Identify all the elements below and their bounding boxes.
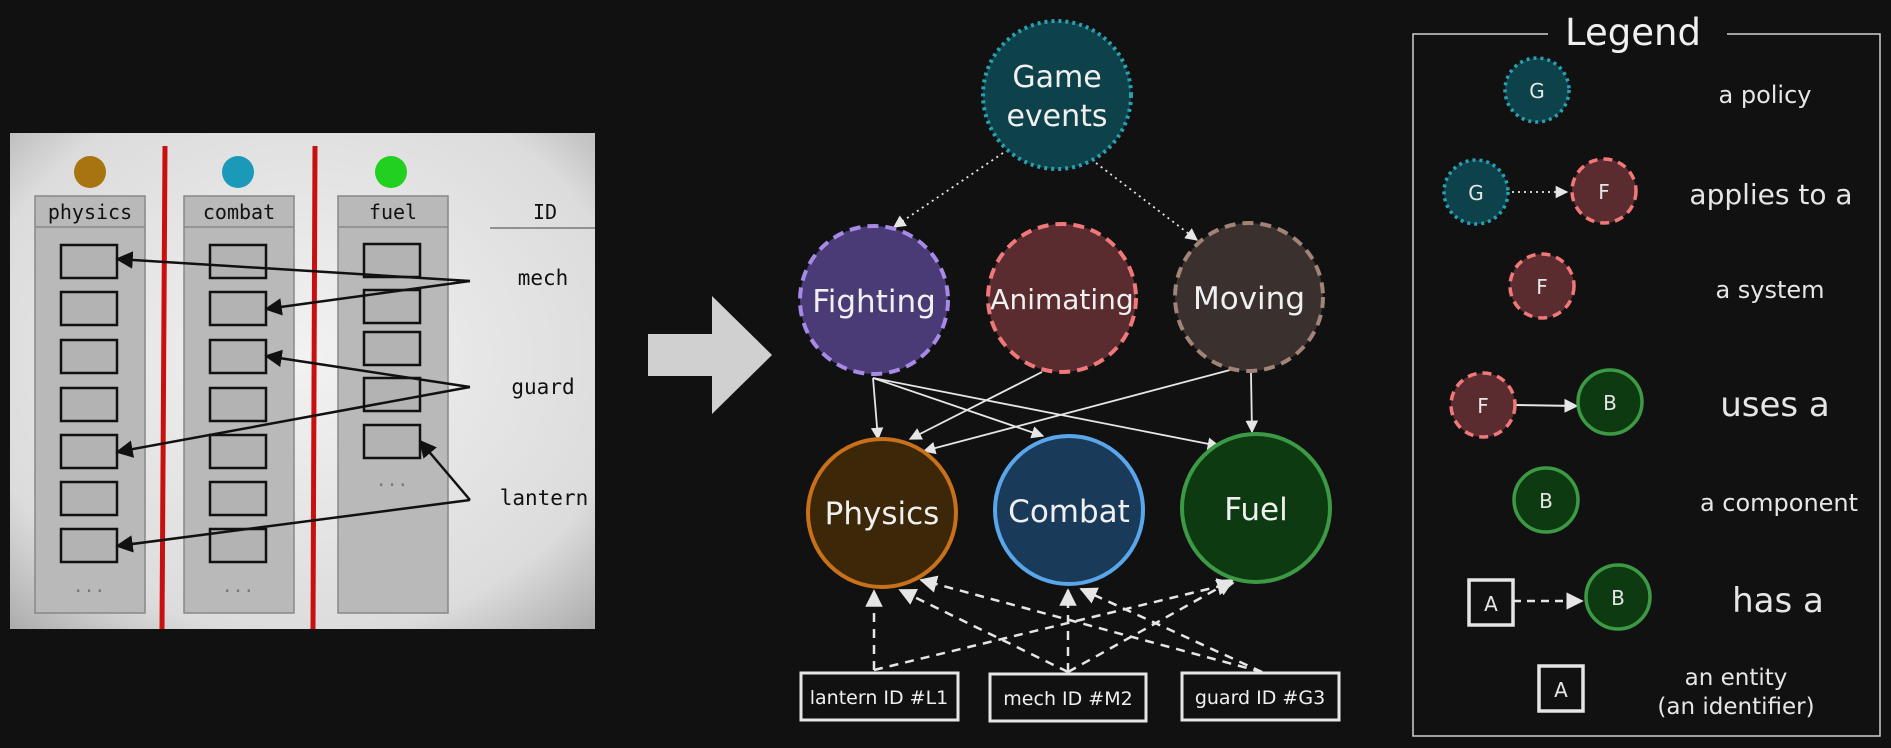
ref-arrow xyxy=(115,385,471,458)
legend-component-icon: B xyxy=(1512,466,1580,534)
svg-text:A: A xyxy=(1484,592,1498,616)
node-combat: Combat xyxy=(993,434,1145,586)
separator xyxy=(159,145,168,630)
node-fighting: Fighting xyxy=(798,224,950,376)
graph-edges xyxy=(865,152,1263,674)
separator xyxy=(310,145,318,630)
id-lantern: lantern xyxy=(500,486,589,510)
legend-policy-icon: G xyxy=(1503,56,1571,124)
column-header-fuel: fuel xyxy=(369,200,417,224)
svg-text:Moving: Moving xyxy=(1193,281,1305,317)
ellipsis: ... xyxy=(222,576,255,597)
node-animating: Animating xyxy=(986,222,1138,374)
entity-guard: guard ID #G3 xyxy=(1180,671,1341,722)
node-fuel: Fuel xyxy=(1180,432,1332,584)
svg-text:F: F xyxy=(1536,275,1548,299)
svg-text:B: B xyxy=(1539,489,1553,513)
legend: Legend G a policy G F applies to a F a s… xyxy=(1412,11,1881,737)
svg-text:B: B xyxy=(1611,586,1625,610)
svg-text:Fuel: Fuel xyxy=(1224,492,1287,528)
big-arrow xyxy=(648,296,772,414)
legend-label-has: has a xyxy=(1732,581,1824,621)
svg-text:F: F xyxy=(1598,180,1610,204)
svg-text:mech ID #M2: mech ID #M2 xyxy=(1003,688,1132,710)
combat-dot xyxy=(222,156,254,188)
svg-text:Physics: Physics xyxy=(825,496,940,532)
ref-arrow xyxy=(418,439,471,501)
column-header-physics: physics xyxy=(48,200,132,224)
svg-text:F: F xyxy=(1477,394,1489,418)
legend-system-icon: F xyxy=(1508,252,1576,320)
node-moving: Moving xyxy=(1173,221,1325,373)
column-header-combat: combat xyxy=(203,200,275,224)
svg-text:G: G xyxy=(1468,181,1484,205)
legend-title: Legend xyxy=(1565,11,1701,54)
node-game-events: Game events xyxy=(981,19,1133,171)
ref-arrow xyxy=(264,349,471,389)
legend-has-icon: A B xyxy=(1467,563,1652,631)
ref-arrow xyxy=(115,498,471,553)
legend-label-entity: an entity xyxy=(1685,665,1788,691)
ecs-table-image: physics combat fuel ID xyxy=(10,133,595,630)
fuel-dot xyxy=(375,156,407,188)
svg-text:G: G xyxy=(1529,79,1545,103)
legend-label-applies: applies to a xyxy=(1689,178,1852,211)
id-guard: guard xyxy=(511,375,574,399)
legend-applies-icon: G F xyxy=(1442,157,1638,226)
ellipsis: ... xyxy=(376,470,409,491)
svg-text:Game: Game xyxy=(1012,60,1101,95)
svg-text:Fighting: Fighting xyxy=(812,284,936,320)
svg-text:A: A xyxy=(1554,678,1568,702)
svg-text:events: events xyxy=(1006,99,1107,134)
svg-text:Animating: Animating xyxy=(990,283,1133,316)
legend-label-uses: uses a xyxy=(1720,385,1830,425)
id-header: ID xyxy=(533,200,557,224)
svg-text:Combat: Combat xyxy=(1008,494,1130,530)
node-physics: Physics xyxy=(806,437,958,589)
physics-dot xyxy=(74,156,106,188)
entity-mech: mech ID #M2 xyxy=(988,672,1148,723)
entity-lantern: lantern ID #L1 xyxy=(799,671,960,722)
id-mech: mech xyxy=(518,266,569,290)
legend-label-policy: a policy xyxy=(1719,81,1812,109)
ref-arrow xyxy=(264,279,471,316)
legend-uses-icon: F B xyxy=(1449,368,1644,439)
svg-text:B: B xyxy=(1603,391,1617,415)
legend-label-system: a system xyxy=(1715,276,1824,304)
legend-label-component: a component xyxy=(1700,489,1858,517)
svg-text:guard ID #G3: guard ID #G3 xyxy=(1195,687,1325,709)
ref-arrow xyxy=(115,251,471,283)
svg-text:lantern ID #L1: lantern ID #L1 xyxy=(810,687,949,709)
legend-entity-icon: A xyxy=(1537,664,1585,713)
legend-label-entity-note: (an identifier) xyxy=(1657,694,1814,720)
ellipsis: ... xyxy=(73,576,106,597)
